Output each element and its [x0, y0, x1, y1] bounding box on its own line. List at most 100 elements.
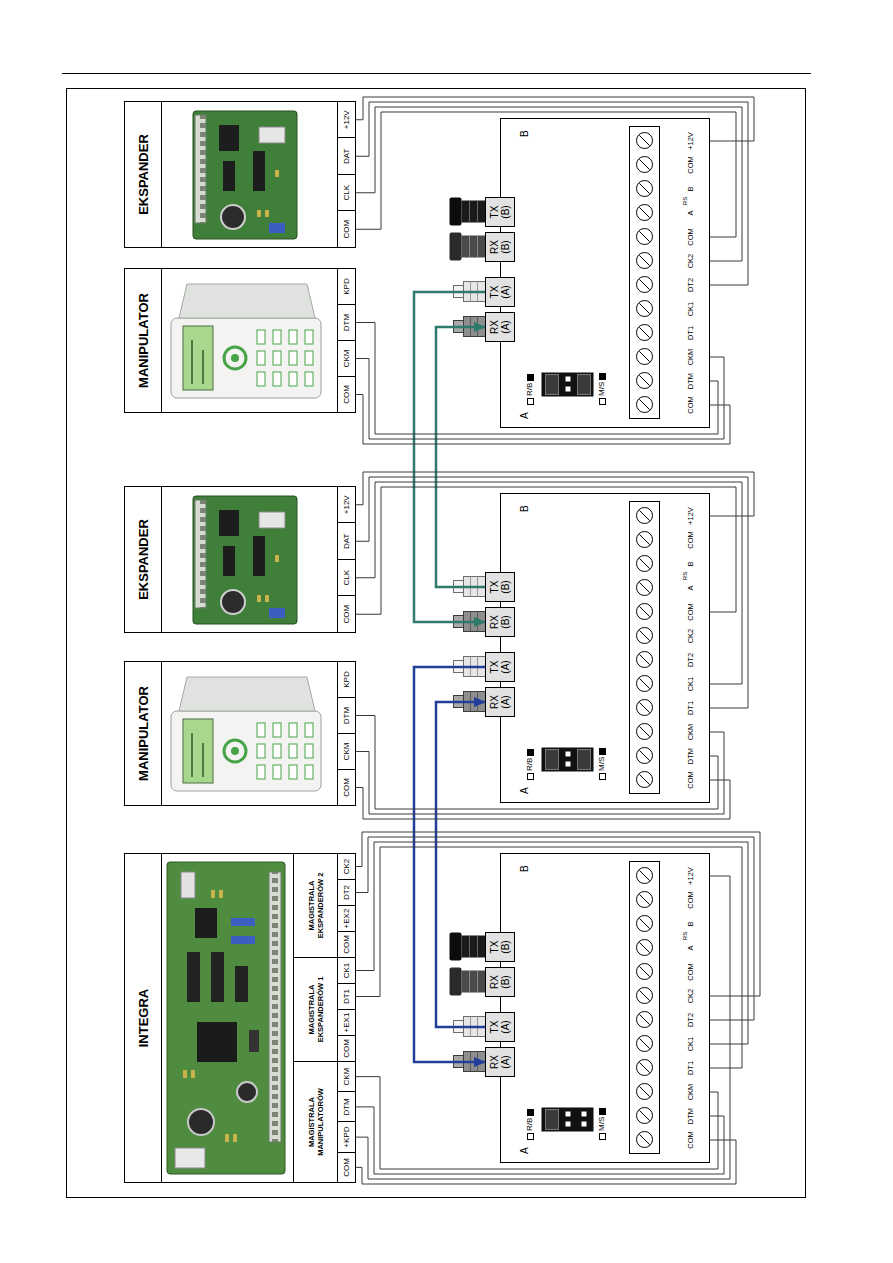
converter-module: ABR/BM/SCOMDTMCKMDT1CK1DT2CK2COMARSBCOM+…	[500, 493, 710, 803]
terminal-cell: CK2	[338, 854, 355, 880]
bus-wire	[356, 780, 730, 819]
terminal-cell: DAT	[338, 139, 355, 176]
side-letter: A	[519, 1147, 531, 1154]
terminal-row: COMCKMDTMKPD	[337, 662, 355, 805]
label-text: TX (B)	[489, 580, 511, 593]
bus-wire	[356, 487, 736, 614]
label-text: COM	[686, 156, 695, 174]
label-text: MAGISTRALA EKSPANDERÓW 2	[307, 864, 325, 947]
label-text: INTEGRA	[136, 989, 151, 1048]
title-band: MANIPULATOR	[125, 662, 162, 805]
label-text: A	[519, 1147, 530, 1154]
terminal-label: DTM	[686, 1104, 695, 1128]
label-text: M/S	[597, 382, 607, 396]
bus-wire	[356, 477, 748, 708]
label-text: TX (A)	[489, 285, 511, 298]
jumper-label: M/S	[597, 748, 607, 780]
bus-wire	[355, 1140, 736, 1184]
diagram-area: INTEGRAMAGISTRALA MANIPULATORÓWCOM+KPDDT…	[66, 88, 806, 1198]
label-text: DT1	[686, 1061, 695, 1075]
label-text: B	[686, 922, 695, 927]
label-text: CK2	[342, 859, 351, 875]
label-text: CK1	[686, 302, 695, 317]
title-band: MANIPULATOR	[125, 269, 162, 412]
bus-wire	[355, 837, 754, 1020]
terminal-label: DT2	[686, 648, 695, 672]
bus-wire	[356, 102, 748, 285]
connector-layer	[66, 88, 806, 1198]
terminal-cell: +EX1	[338, 1010, 355, 1036]
side-letter: B	[519, 865, 531, 872]
fiber-port: TX (B)	[485, 197, 515, 227]
control-panel-board	[167, 862, 285, 1174]
label-text: CKM	[686, 1084, 695, 1101]
terminal-block	[630, 502, 660, 794]
label-text: COM	[686, 531, 695, 549]
terminal-cell: DTM	[338, 1092, 355, 1122]
fiber-link	[414, 292, 485, 622]
label-text: DT1	[686, 326, 695, 340]
label-text: RS	[682, 572, 688, 580]
terminal-label: DT1	[686, 321, 695, 345]
label-text: +12V	[686, 867, 695, 885]
label-text: DTM	[686, 373, 695, 389]
terminal-label: CKM	[686, 345, 695, 369]
dust-cap	[450, 933, 486, 961]
terminal-row: COM+EX1DT1CK1	[337, 958, 355, 1061]
terminal-cell: COM	[338, 597, 355, 633]
label-text: COM	[342, 1158, 351, 1177]
terminal-label: COM	[686, 528, 695, 552]
jumper-open-mark	[527, 773, 534, 780]
bus-wire	[356, 395, 730, 444]
terminal-label: +12V	[686, 864, 695, 888]
terminal-cell: CLK	[338, 560, 355, 597]
control-panel-box: INTEGRAMAGISTRALA MANIPULATORÓWCOM+KPDDT…	[124, 853, 356, 1183]
terminal-cell: DT2	[338, 880, 355, 906]
label-text: CK1	[686, 1037, 695, 1052]
terminal-label: COM	[686, 1128, 695, 1152]
title-band: EKSPANDER	[125, 487, 162, 632]
label-text: TX (B)	[489, 205, 511, 218]
dust-cap	[450, 198, 486, 226]
label-text: A	[686, 946, 695, 951]
fiber-port: TX (A)	[485, 277, 515, 307]
terminal-label: COM	[686, 225, 695, 249]
title-band: INTEGRA	[125, 854, 162, 1182]
bus-wire	[356, 482, 742, 684]
label-text: DTM	[686, 1108, 695, 1124]
jumper-open-mark	[599, 398, 606, 405]
label-text: +12V	[686, 132, 695, 150]
label-text: DT2	[686, 1013, 695, 1027]
bus-title: MAGISTRALA EKSPANDERÓW 2	[294, 854, 337, 957]
label-text: MAGISTRALA EKSPANDERÓW 1	[307, 968, 325, 1051]
label-text: MAGISTRALA MANIPULATORÓW	[307, 1072, 325, 1172]
label-text: A	[519, 412, 530, 419]
fiber-port: TX (B)	[485, 572, 515, 602]
label-text: CKM	[342, 350, 351, 368]
label-text: DTM	[342, 314, 351, 331]
label-text: +12V	[342, 110, 351, 129]
terminal-label: +12V	[686, 129, 695, 153]
label-text: RX (A)	[489, 320, 511, 334]
terminal-cell: COM	[338, 770, 355, 805]
fiber-port: TX (B)	[485, 932, 515, 962]
label-text: KPD	[342, 671, 351, 687]
page-frame	[67, 89, 806, 1198]
label-text: CKM	[686, 724, 695, 741]
terminal-row: COMCLKDAT+12V	[337, 102, 355, 247]
label-text: COM	[342, 935, 351, 954]
dust-cap	[450, 968, 486, 996]
terminal-cell: +12V	[338, 487, 355, 524]
jumper-pins	[542, 748, 594, 772]
label-text: DT2	[342, 885, 351, 900]
jumper-open-mark	[599, 773, 606, 780]
bus-title: MAGISTRALA MANIPULATORÓW	[294, 1062, 337, 1182]
label-text: B	[686, 187, 695, 192]
terminal-cell: DAT	[338, 524, 355, 561]
bus-wire	[355, 1077, 718, 1169]
label-text: A	[686, 211, 695, 216]
terminal-cell: KPD	[338, 269, 355, 305]
label-text: +EX1	[342, 1013, 351, 1033]
terminal-cell: COM	[338, 932, 355, 957]
fiber-link	[436, 327, 485, 587]
